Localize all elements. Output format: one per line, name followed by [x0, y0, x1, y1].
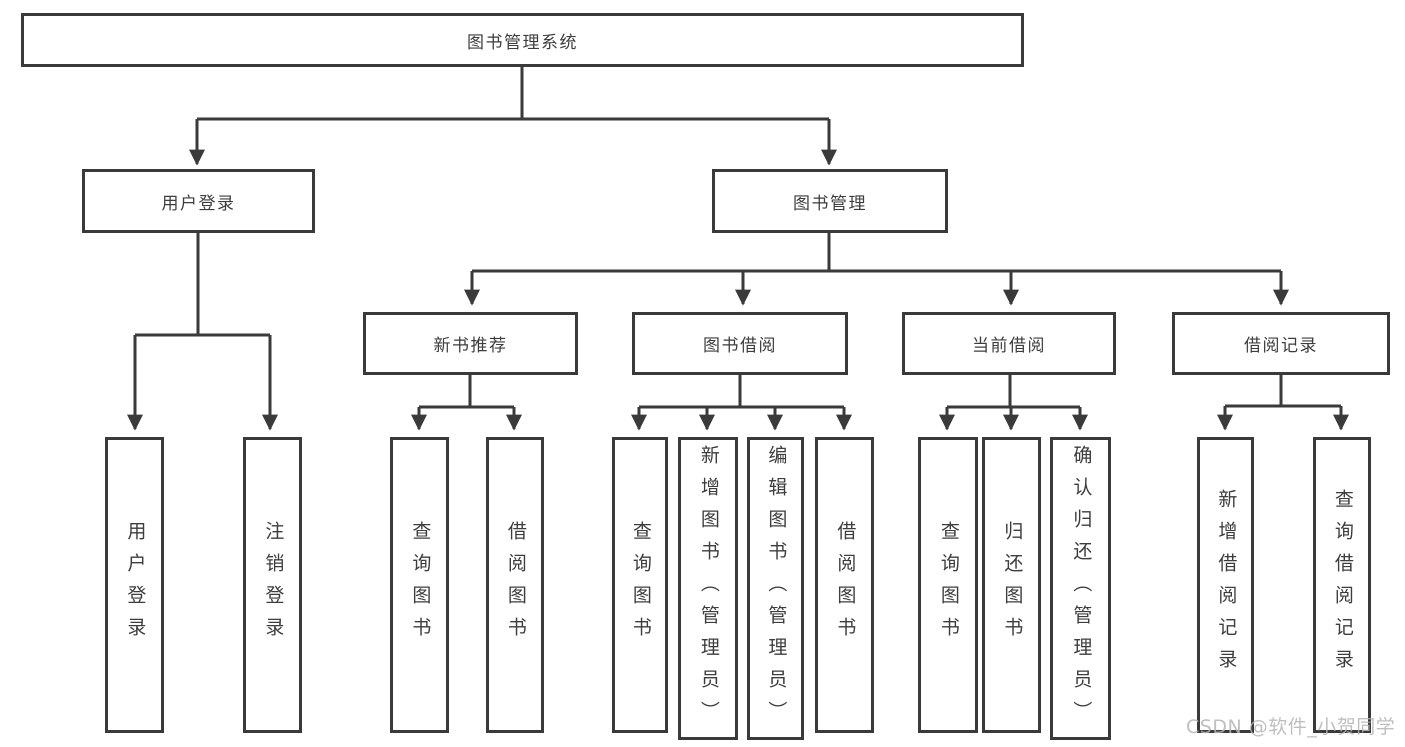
leaf-label: 用户登录	[124, 521, 147, 649]
leaf-query-book: 查询图书	[918, 437, 978, 733]
leaf-user-login: 用户登录	[105, 437, 164, 733]
leaf-return-book: 归还图书	[982, 437, 1041, 733]
node-borrow-records-label: 借阅记录	[1244, 336, 1318, 356]
node-book-borrow-label: 图书借阅	[703, 336, 777, 356]
leaf-label: 新增借阅记录	[1215, 489, 1238, 681]
leaf-label: 编辑图书（管理员）	[765, 444, 788, 733]
leaf-label: 查询图书	[937, 521, 960, 649]
leaf-borrow-book: 借阅图书	[815, 437, 874, 733]
leaf-label: 查询借阅记录	[1331, 489, 1354, 681]
node-book-management-label: 图书管理	[793, 193, 867, 214]
leaf-edit-book-admin: 编辑图书（管理员）	[747, 437, 804, 740]
leaf-add-borrow-record: 新增借阅记录	[1197, 437, 1254, 733]
leaf-logout: 注销登录	[243, 437, 302, 733]
leaf-label: 借阅图书	[504, 521, 527, 649]
node-current-borrow-label: 当前借阅	[972, 336, 1046, 356]
leaf-add-book-admin: 新增图书（管理员）	[678, 437, 738, 740]
leaf-confirm-return-admin: 确认归还（管理员）	[1050, 437, 1111, 740]
leaf-query-book: 查询图书	[612, 437, 668, 733]
leaf-label: 借阅图书	[834, 521, 857, 649]
leaf-label: 确认归还（管理员）	[1070, 444, 1093, 733]
node-root-label: 图书管理系统	[467, 32, 578, 53]
node-user-login: 用户登录	[82, 169, 315, 233]
node-user-login-label: 用户登录	[161, 193, 236, 214]
node-book-borrow: 图书借阅	[632, 312, 848, 375]
leaf-query-book: 查询图书	[390, 437, 449, 733]
leaf-label: 注销登录	[262, 521, 285, 649]
leaf-label: 查询图书	[409, 521, 432, 649]
leaf-label: 新增图书（管理员）	[697, 444, 720, 733]
node-book-management: 图书管理	[712, 169, 948, 233]
node-current-borrow: 当前借阅	[902, 312, 1116, 375]
leaf-label: 查询图书	[629, 521, 652, 649]
node-new-book-recommend-label: 新书推荐	[433, 336, 508, 356]
leaf-label: 归还图书	[1001, 521, 1024, 649]
csdn-watermark: CSDN @软件_小贺同学	[1186, 716, 1396, 738]
node-new-book-recommend: 新书推荐	[363, 312, 578, 375]
node-borrow-records: 借阅记录	[1172, 312, 1390, 375]
leaf-query-borrow-record: 查询借阅记录	[1313, 437, 1371, 733]
node-root: 图书管理系统	[21, 13, 1024, 67]
leaf-borrow-book: 借阅图书	[486, 437, 544, 733]
